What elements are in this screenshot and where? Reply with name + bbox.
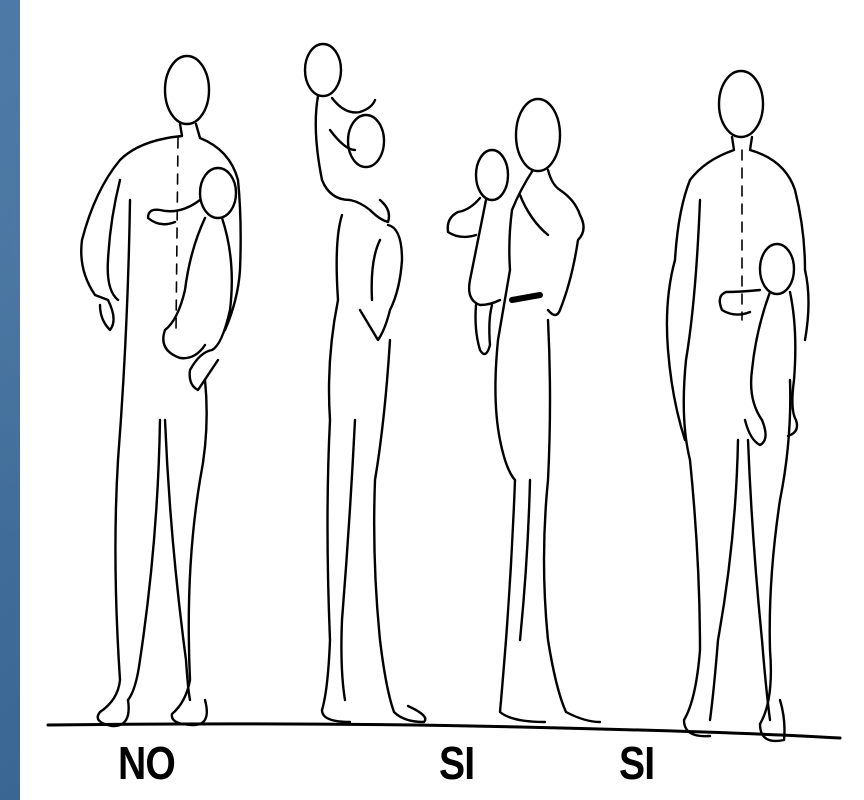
posture-illustration [20,0,864,800]
caption-figure-3: SI [439,740,474,786]
illustration-panel: NO SI SI [20,0,864,800]
figure-2-adult-shoulder-carry [305,44,425,722]
figure-1-adult-hip-carry [81,56,240,726]
figure-4-adult-upright-carry [667,71,809,741]
caption-figure-1: NO [118,740,175,786]
figure-3-adult-carrier [448,99,600,722]
ground-line [48,724,840,738]
caption-figure-4: SI [619,740,654,786]
